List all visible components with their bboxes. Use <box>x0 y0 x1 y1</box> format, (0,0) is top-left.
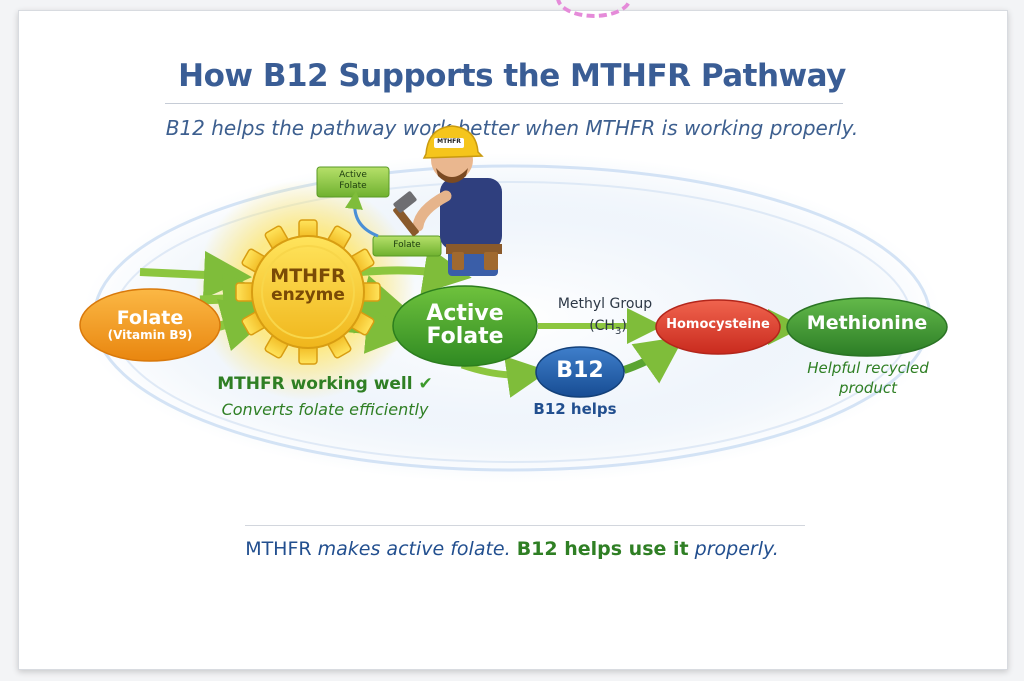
arrow-b12-to-homocysteine <box>622 336 685 384</box>
methionine-caption-line2: product <box>838 379 898 397</box>
folate-sign-text: Folate <box>393 240 421 250</box>
worker-illustration <box>316 125 502 276</box>
folate-sign <box>372 235 442 257</box>
page-title: How B12 Supports the MTHFR Pathway <box>178 58 846 94</box>
homocysteine-label: Homocysteine <box>666 317 770 332</box>
folate-sublabel: (Vitamin B9) <box>107 327 193 342</box>
mthfr-status-text: MTHFR working well <box>217 374 413 394</box>
bottom-part4: properly. <box>688 538 779 560</box>
mthfr-status: MTHFR working well ✔ <box>200 374 450 394</box>
bottom-part1: MTHFR <box>245 538 312 560</box>
bottom-part3: B12 helps use it <box>516 538 689 560</box>
arrow-active-folate-to-b12 <box>460 356 549 398</box>
mthfr-node-text: MTHFR enzyme <box>250 265 366 305</box>
helmet-label: MTHFR <box>437 138 461 145</box>
active-folate-line1: Active <box>426 301 504 326</box>
b12-label: B12 <box>556 358 604 383</box>
folate-node-text: Folate (Vitamin B9) <box>80 307 220 342</box>
active-folate-sign-text: Active Folate <box>317 170 389 192</box>
b12-node <box>535 346 625 398</box>
check-icon: ✔ <box>418 374 433 394</box>
methionine-caption: Helpful recycled product <box>790 358 946 398</box>
active-folate-node <box>392 285 538 367</box>
mthfr-line2: enzyme <box>271 284 345 305</box>
active-folate-sign-line2: Folate <box>339 181 367 191</box>
ch3-subscript: 3 <box>614 325 622 337</box>
bottom-part2: makes active folate. <box>311 538 517 560</box>
mthfr-converts: Converts folate efficiently <box>221 400 429 419</box>
active-folate-node-text: Active Folate <box>393 302 537 348</box>
ch3-label: (CH3) <box>578 318 638 337</box>
mthfr-line1: MTHFR <box>270 265 346 287</box>
active-folate-line2: Folate <box>426 324 504 350</box>
title-divider <box>165 103 843 104</box>
methionine-caption-line1: Helpful recycled <box>807 359 929 377</box>
arrow-enzyme-upper <box>359 246 472 294</box>
arrow-incoming-top <box>139 250 252 299</box>
page-subtitle: B12 helps the pathway work better when M… <box>165 116 859 140</box>
active-folate-sign-line1: Active <box>339 170 367 180</box>
curved-arrow <box>345 191 379 238</box>
bottom-divider <box>245 525 805 526</box>
bottom-summary: MTHFR makes active folate. B12 helps use… <box>0 538 1024 560</box>
folate-label: Folate <box>116 307 184 329</box>
homocysteine-node <box>655 299 781 355</box>
ch3-open: (CH <box>589 318 615 334</box>
folate-node <box>79 288 221 362</box>
mthfr-gear <box>235 219 381 365</box>
b12-helps-caption: B12 helps <box>533 400 617 418</box>
ch3-close: ) <box>621 318 627 334</box>
methionine-node <box>786 297 948 357</box>
methionine-label: Methionine <box>806 312 928 334</box>
methyl-group-label: Methyl Group <box>557 296 653 312</box>
